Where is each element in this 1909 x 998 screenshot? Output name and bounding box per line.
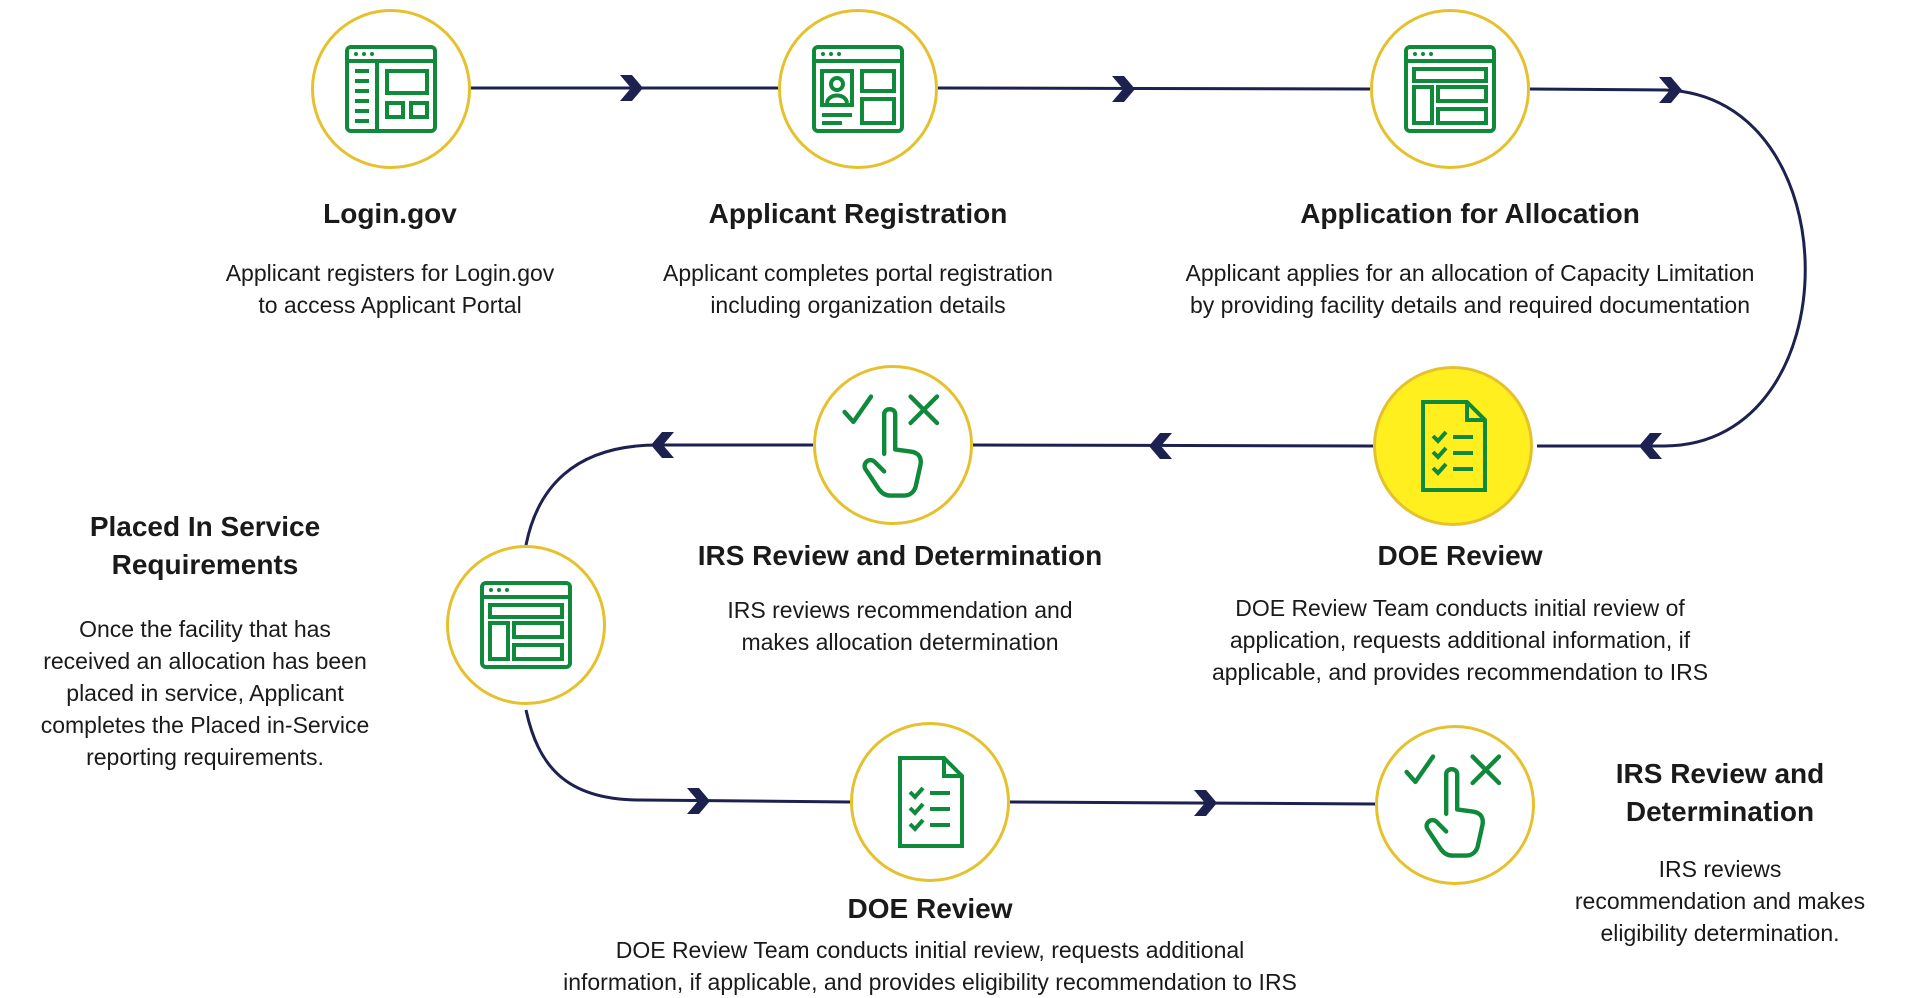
step-7-description: DOE Review Team conducts initial review,… bbox=[563, 937, 1297, 995]
step-4-doe-review-node bbox=[1373, 366, 1533, 526]
checklist-document-icon bbox=[1421, 400, 1487, 492]
step-3-title: Application for Allocation bbox=[1300, 198, 1640, 229]
step-1-title: Login.gov bbox=[323, 198, 457, 229]
step-7-title: DOE Review bbox=[847, 893, 1013, 924]
step-7-doe-review-node bbox=[850, 722, 1010, 882]
connector-3-4 bbox=[1529, 87, 1807, 448]
profile-window-icon bbox=[812, 45, 904, 133]
step-4-title: DOE Review bbox=[1377, 540, 1543, 571]
form-window-icon bbox=[480, 581, 572, 669]
step-3-description: Applicant applies for an allocation of C… bbox=[1185, 260, 1755, 318]
connector-5-6 bbox=[524, 443, 813, 546]
step-2-registration-node bbox=[778, 9, 938, 169]
form-window-icon bbox=[1404, 45, 1496, 133]
approve-reject-hand-icon bbox=[1404, 754, 1502, 858]
connector-2-3 bbox=[937, 86, 1371, 91]
connector-7-8 bbox=[1009, 800, 1376, 806]
step-6-placed-in-service-node bbox=[446, 545, 606, 705]
approve-reject-hand-icon bbox=[842, 394, 940, 498]
step-2-title: Applicant Registration bbox=[708, 198, 1008, 229]
step-5-irs-review-node bbox=[813, 365, 973, 525]
step-5-title: IRS Review and Determination bbox=[697, 540, 1103, 571]
checklist-document-icon bbox=[898, 756, 964, 848]
step-1-login-node bbox=[311, 9, 471, 169]
connector-4-5 bbox=[972, 443, 1374, 448]
step-8-irs-review-node bbox=[1375, 725, 1535, 885]
connector-6-7 bbox=[524, 709, 851, 804]
step-4-description: DOE Review Team conducts initial review … bbox=[1211, 595, 1709, 685]
step-3-application-node bbox=[1370, 9, 1530, 169]
sidebar-window-icon bbox=[345, 45, 437, 133]
